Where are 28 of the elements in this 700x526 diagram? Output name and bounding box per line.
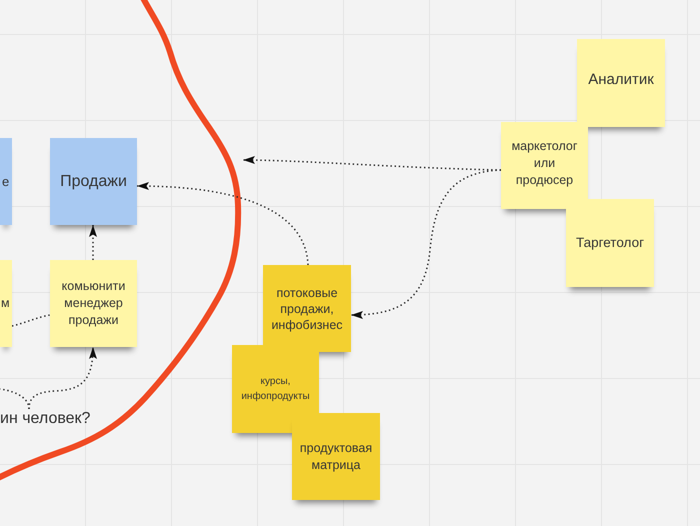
note-text: м <box>1 295 10 312</box>
note-text: Продажи <box>60 172 127 192</box>
sticky-note <box>566 199 654 287</box>
note-text: е <box>2 172 10 191</box>
note-text: потоковые продажи, инфобизнес <box>270 284 344 332</box>
sticky-note <box>292 413 380 500</box>
note-text: продуктовая матрица <box>298 440 374 474</box>
dotted-arrow <box>28 346 97 410</box>
sticky-note <box>577 39 665 127</box>
sticky-note <box>0 138 12 225</box>
dotted-line <box>0 388 30 410</box>
sticky-note <box>0 260 12 347</box>
note-text: маркетолог или продюсер <box>510 138 578 189</box>
sticky-note <box>501 122 588 209</box>
dotted-line <box>12 314 50 327</box>
dotted-arrow <box>350 169 502 319</box>
sticky-note <box>50 260 137 347</box>
dotted-arrow <box>89 225 97 260</box>
dotted-arrow <box>136 182 309 266</box>
note-text: Таргетолог <box>576 234 644 252</box>
sticky-note <box>50 138 137 225</box>
dotted-arrow <box>243 156 502 171</box>
question-text: ин человек? <box>0 409 90 429</box>
sticky-note <box>263 265 351 352</box>
note-text: курсы, инфопродукты <box>240 375 311 404</box>
sticky-note <box>232 345 319 433</box>
note-text: комьюнити менеджер продажи <box>60 278 126 329</box>
note-text: Аналитик <box>588 70 654 90</box>
